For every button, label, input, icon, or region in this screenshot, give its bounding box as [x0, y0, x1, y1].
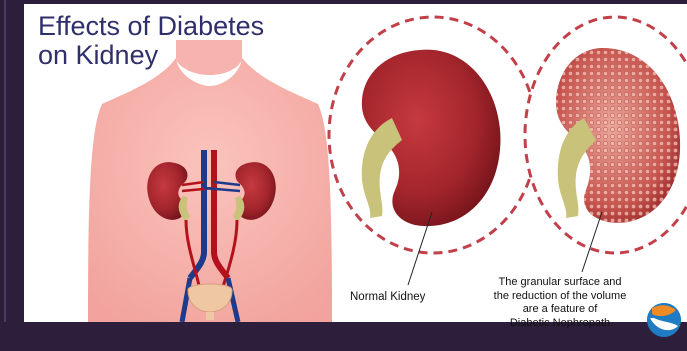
- normal-kidney-label: Normal Kidney: [350, 290, 425, 304]
- title-line-2: on Kidney: [38, 41, 264, 70]
- diabetic-nephropathy-caption: The granular surface and the reduction o…: [460, 276, 660, 330]
- page-title: Effects of Diabetes on Kidney: [38, 12, 264, 70]
- caption-line-1: The granular surface and: [460, 276, 660, 290]
- caption-line-2: the reduction of the volume: [460, 290, 660, 304]
- caption-line-4: Diabetic Nephropath: [460, 317, 660, 331]
- caption-line-3: are a feature of: [460, 303, 660, 317]
- title-line-1: Effects of Diabetes: [38, 12, 264, 41]
